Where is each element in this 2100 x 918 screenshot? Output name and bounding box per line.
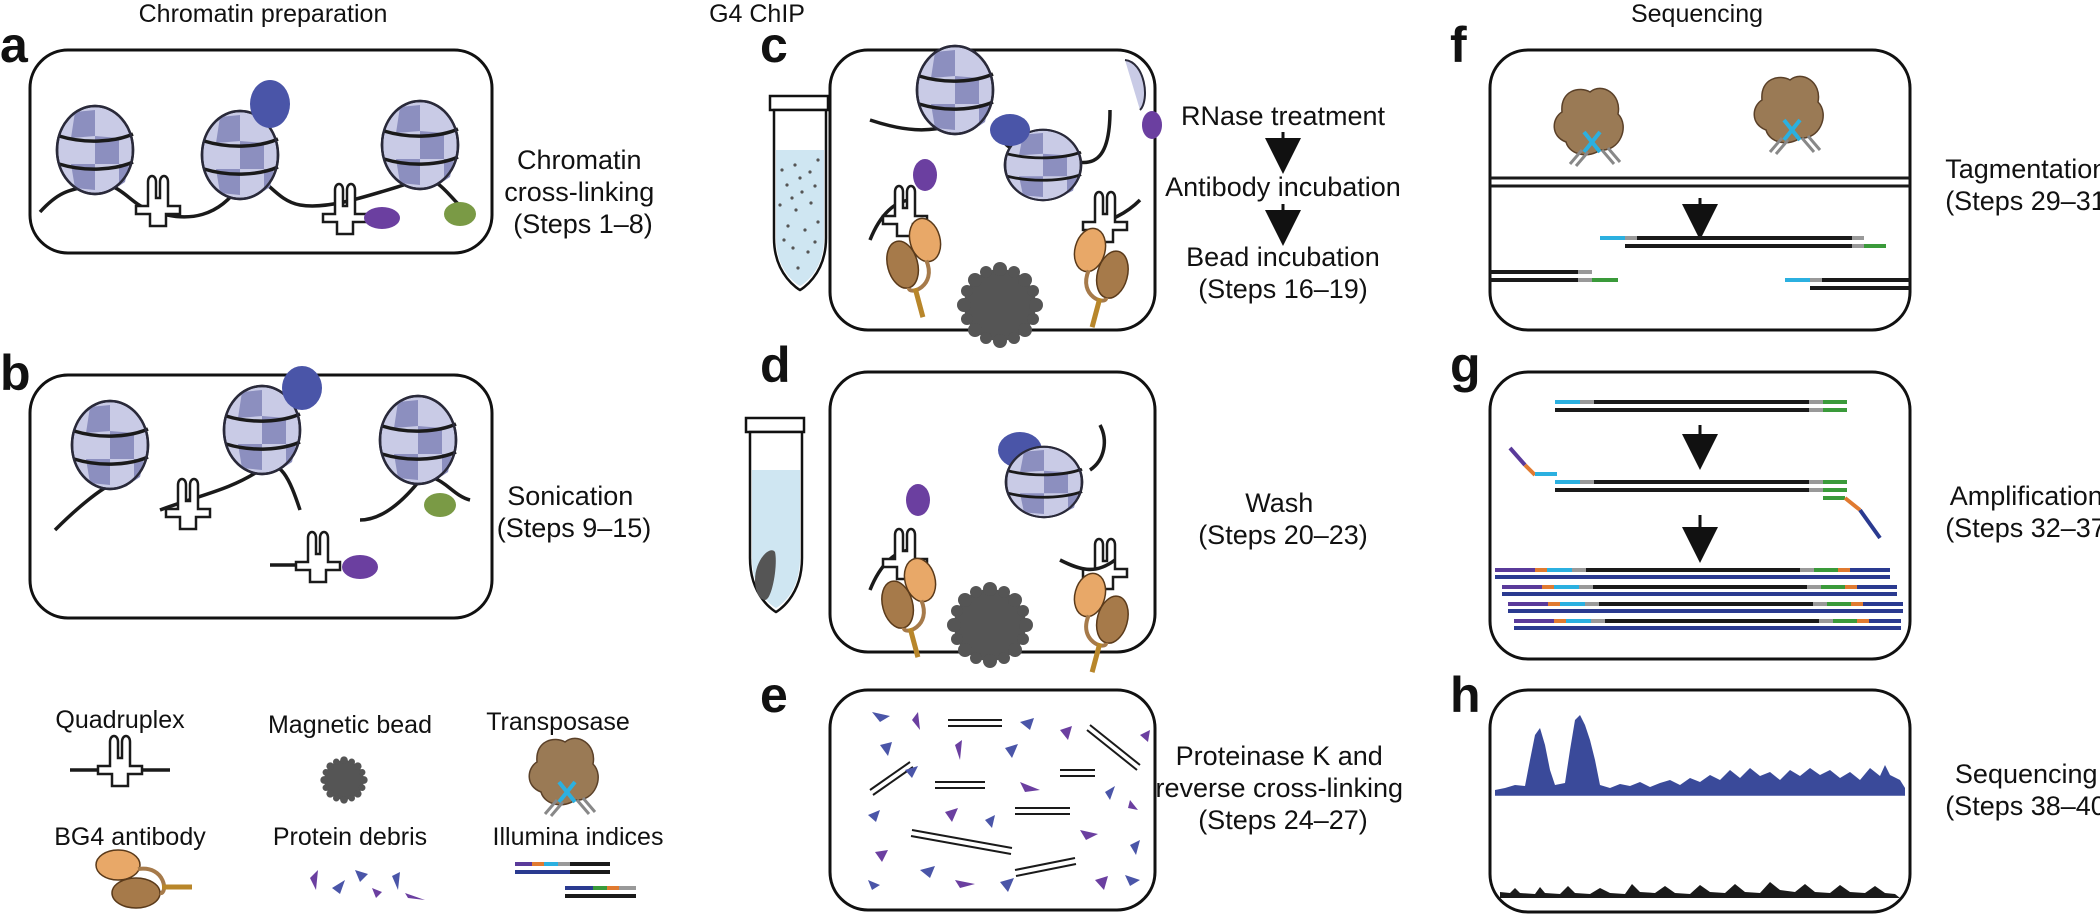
bg4-antibody-icon [96,850,192,908]
tagmented-fragment [1600,236,1886,248]
protein-blue-icon [990,114,1030,146]
library-fragment [1555,400,1847,412]
section-heading-chromatin-preparation: Chromatin preparation [139,0,388,28]
panel-letter-g: g [1450,337,1481,393]
legend-transposase-label: Transposase [486,708,630,736]
panel-a-label: Chromatin cross-linking (Steps 1–8) [504,145,662,239]
legend: Quadruplex Magnetic bead Transposase BG4… [54,706,663,908]
input-signal-track [1500,882,1900,898]
panel-d: d Wash (Steps 20–23) [744,337,1368,678]
panel-e-label: Proteinase K and reverse cross-linking (… [1155,741,1410,835]
panel-letter-c: c [760,17,788,73]
panel-c-flow-steps: (Steps 16–19) [1198,274,1368,304]
panel-g-label: Amplification (Steps 32–37) [1945,481,2100,543]
primer-annealed-fragment [1508,446,1882,540]
nucleosome-icon [378,394,458,486]
section-heading-sequencing: Sequencing [1631,0,1763,28]
panel-e: e [760,667,1410,912]
legend-protein-debris-label: Protein debris [273,823,427,851]
panel-f: f Tagmentation ( [1450,17,2100,332]
panel-letter-a: a [0,17,29,73]
panel-e-box [828,688,1157,912]
tube-icon [744,416,806,614]
quadruplex-icon [96,734,144,788]
protein-blue-icon [282,366,322,410]
panel-c-flow-antibody: Antibody incubation [1165,172,1401,202]
protein-purple-icon [1142,111,1162,139]
panel-letter-b: b [0,345,31,401]
legend-bg4-antibody-label: BG4 antibody [54,823,206,851]
panel-b-label: Sonication (Steps 9–15) [497,481,652,543]
panel-c-flow-rnase: RNase treatment [1181,101,1386,131]
illumina-indices-icon [515,862,636,898]
dna-fragments [869,719,1141,877]
nucleosome-icon [915,44,995,136]
genomic-dna [1490,176,1910,188]
protein-debris-icon [310,870,425,900]
panel-letter-f: f [1450,17,1467,73]
panel-c-flow-bead: Bead incubation [1186,242,1380,272]
panel-b: b Sonication (Steps 9–15) [0,345,652,620]
panel-letter-d: d [760,337,791,393]
amplified-library [1495,568,1903,630]
protein-green-icon [444,202,476,226]
panel-h-label: Sequencing (Steps 38–40) [1945,759,2100,821]
protein-purple-icon [906,484,930,516]
panel-h: h Sequencing (Steps 38–40) [1450,667,2100,914]
protein-purple-icon [342,555,378,579]
nucleosome-icon [55,104,135,196]
legend-magnetic-bead-label: Magnetic bead [268,711,432,739]
tagmented-fragment [1490,270,1618,282]
transposase-icon [527,736,601,818]
panel-g: g [1450,337,2100,661]
panel-a: a Chromatin cross-linking (Steps 1–8) [0,17,662,255]
protein-blue-icon [250,80,290,128]
g4-chip-signal-track [1495,715,1905,795]
nucleosome-icon [1004,445,1084,519]
protein-debris-icon [868,712,1150,892]
protein-green-icon [424,493,456,517]
panel-h-box [1488,688,1912,914]
nucleosome-icon [70,399,150,491]
panel-f-label: Tagmentation (Steps 29–31) [1945,154,2100,216]
tagmented-fragment [1785,278,1910,290]
protein-purple-icon [913,159,937,191]
legend-quadruplex-label: Quadruplex [55,706,185,734]
panel-d-label: Wash (Steps 20–23) [1198,488,1368,550]
magnetic-bead-icon [320,756,368,804]
panel-c: c RNase treatmen [760,17,1401,348]
section-heading-g4-chip: G4 ChIP [709,0,805,28]
panel-letter-e: e [760,667,788,723]
protein-purple-icon [364,207,400,229]
panel-letter-h: h [1450,667,1481,723]
legend-illumina-indices-label: Illumina indices [493,823,664,851]
nucleosome-icon [380,99,460,191]
tube-icon [768,94,830,292]
